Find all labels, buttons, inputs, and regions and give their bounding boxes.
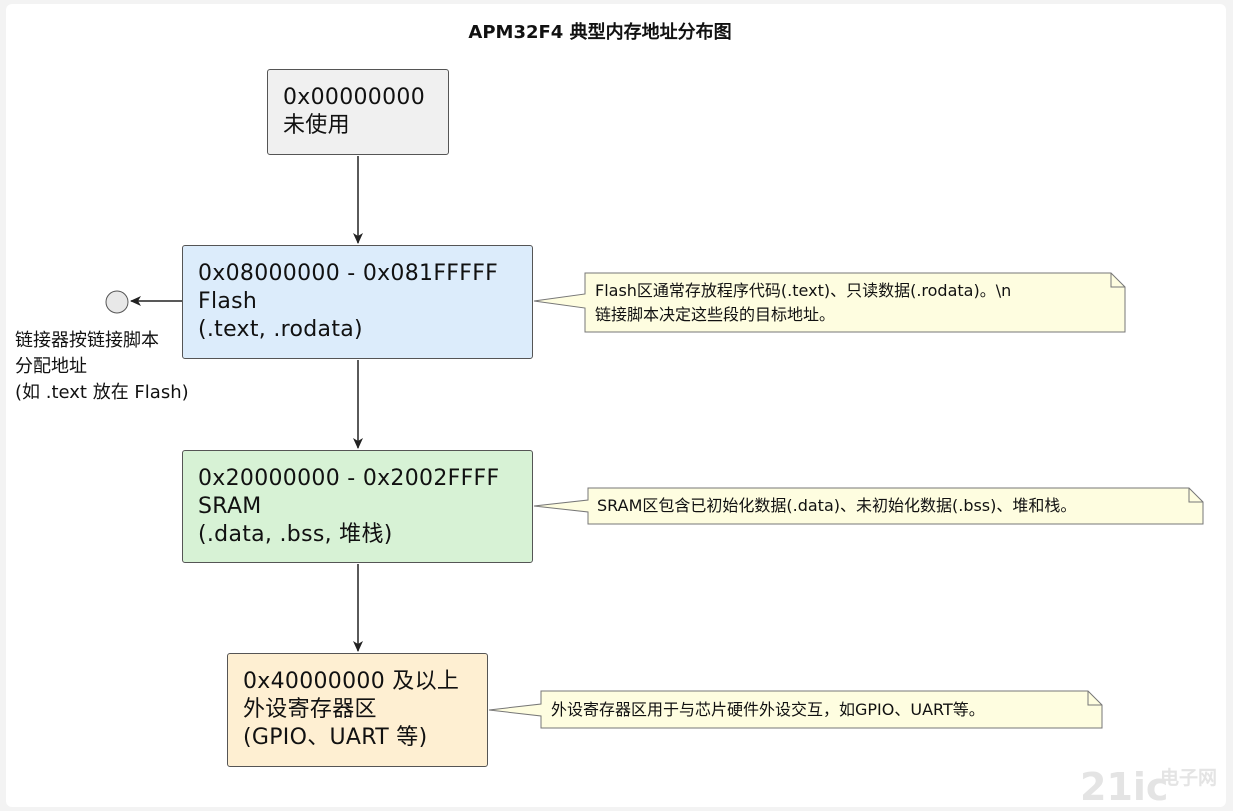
diagram-title: APM32F4 典型内存地址分布图 [468,22,732,43]
diagram-canvas [6,4,1226,807]
note-flash-fold [1110,273,1125,288]
block-unused-address: 0x00000000 [283,85,425,110]
block-peripheral-label: 外设寄存器区 [243,697,377,722]
note-flash-shape [533,272,1126,333]
note-sram: SRAM区包含已初始化数据(.data)、未初始化数据(.bss)、堆和栈。 [597,494,1076,518]
block-flash-label: Flash [198,289,258,314]
note-sram-shape [533,487,1204,525]
block-sram: 0x20000000 - 0x2002FFFF SRAM (.data, .bs… [182,450,533,563]
watermark-logo: 21ic 电子网 [1080,765,1217,808]
note-flash: Flash区通常存放程序代码(.text)、只读数据(.rodata)。\n 链… [595,279,1011,327]
linker-label-line2: 分配地址 [15,356,87,377]
note-periph-fold [1087,691,1102,706]
linker-label-line3: (如 .text 放在 Flash) [15,382,189,403]
note-periph-shape [488,690,1103,729]
block-flash-sections: (.text, .rodata) [198,317,363,342]
linker-node-circle [105,290,129,314]
block-peripheral-examples: (GPIO、UART 等) [243,725,428,750]
note-sram-fold [1188,488,1203,503]
note-flash-line1: Flash区通常存放程序代码(.text)、只读数据(.rodata)。\n [595,281,1012,300]
block-unused-label: 未使用 [283,113,350,138]
block-sram-sections: (.data, .bss, 堆栈) [198,522,393,547]
block-sram-label: SRAM [198,494,262,519]
linker-label: 链接器按链接脚本 分配地址 (如 .text 放在 Flash) [15,328,189,406]
block-peripheral: 0x40000000 及以上 外设寄存器区 (GPIO、UART 等) [227,653,488,767]
watermark-sub-text: 电子网 [1160,766,1217,789]
note-peripheral: 外设寄存器区用于与芯片硬件外设交互，如GPIO、UART等。 [551,698,985,722]
note-sram-line1: SRAM区包含已初始化数据(.data)、未初始化数据(.bss)、堆和栈。 [597,496,1077,515]
note-peripheral-line1: 外设寄存器区用于与芯片硬件外设交互，如GPIO、UART等。 [551,700,985,719]
note-flash-line2: 链接脚本决定这些段的目标地址。 [595,305,836,324]
block-flash: 0x08000000 - 0x081FFFFF Flash (.text, .r… [182,245,533,359]
block-unused: 0x00000000 未使用 [267,69,449,155]
block-peripheral-address: 0x40000000 及以上 [243,669,460,694]
block-flash-address: 0x08000000 - 0x081FFFFF [198,261,499,286]
linker-label-line1: 链接器按链接脚本 [15,330,159,351]
block-sram-address: 0x20000000 - 0x2002FFFF [198,466,500,491]
watermark-main-text: 21ic [1080,765,1168,808]
